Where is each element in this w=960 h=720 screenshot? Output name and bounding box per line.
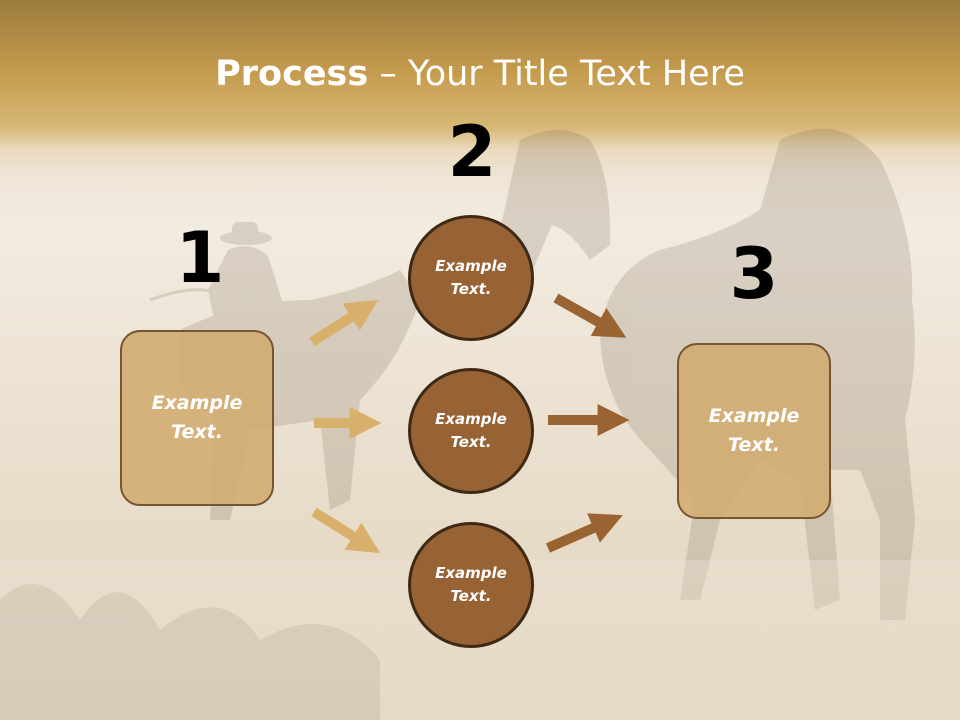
arrow-circle-bottom-to-box3: [545, 513, 623, 553]
arrow-box1-to-circle-bottom: [311, 507, 381, 554]
step-3-label: Example Text.: [708, 405, 800, 456]
title-rest: – Your Title Text Here: [368, 54, 745, 94]
arrow-circle-top-to-box3: [553, 293, 627, 338]
step-number-1: 1: [175, 217, 225, 299]
circle-middle-label: Example Text.: [435, 410, 507, 451]
title-strong: Process: [215, 54, 369, 94]
step-2-circle-middle: Example Text.: [408, 368, 534, 494]
step-2-circle-top: Example Text.: [408, 215, 534, 341]
step-2-circle-bottom: Example Text.: [408, 522, 534, 648]
circle-bottom-label: Example Text.: [435, 564, 507, 605]
step-1-label: Example Text.: [151, 392, 243, 443]
step-number-3: 3: [729, 233, 779, 315]
step-number-2: 2: [447, 111, 497, 193]
circle-top-label: Example Text.: [435, 257, 507, 298]
step-1-box: Example Text.: [120, 330, 274, 506]
step-3-box: Example Text.: [677, 343, 831, 519]
slide-title: Process – Your Title Text Here: [0, 50, 960, 98]
arrow-box1-to-circle-top: [309, 299, 379, 347]
